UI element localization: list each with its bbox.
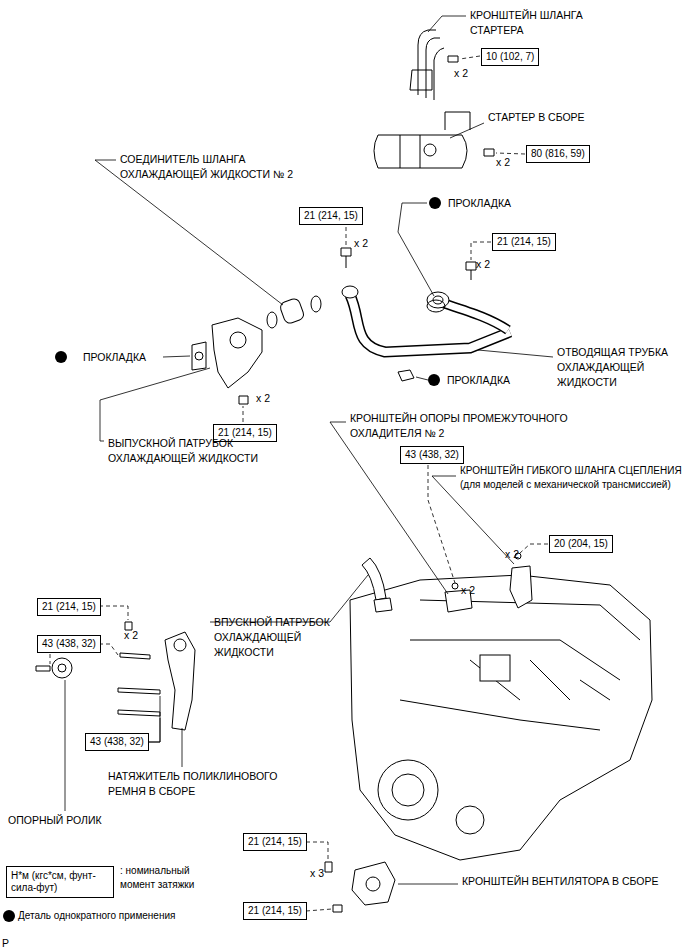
part-label: КРОНШТЕЙН ГИБКОГО ШЛАНГА СЦЕПЛЕНИЯ (для … [460,464,684,492]
torque-value: 21 (214, 15) [304,210,358,221]
part-label: КРОНШТЕЙН ШЛАНГА СТАРТЕРА [470,8,595,38]
quantity-label: x 3 [310,866,324,881]
legend-text: Деталь однократного применения [18,909,175,923]
torque-value: 21 (214, 15) [248,905,302,916]
quantity-label: x 2 [496,155,510,170]
torque-value: 80 (816, 59) [531,148,585,159]
part-label: ПРОКЛАДКА [448,196,511,211]
torque-value: 21 (214, 15) [497,236,551,247]
quantity-label: x 2 [505,547,519,562]
part-label: ОТВОДЯЩАЯ ТРУБКА ОХЛАЖДАЮЩЕЙ ЖИДКОСТИ [557,345,681,390]
part-label: ВПУСКНОЙ ПАТРУБОК ОХЛАЖДАЮЩЕЙ ЖИДКОСТИ [214,615,342,660]
quantity-label: x 2 [124,628,138,643]
torque-box: 80 (816, 59) [526,145,590,163]
part-label: КРОНШТЕЙН ОПОРЫ ПРОМЕЖУТОЧНОГО ОХЛАДИТЕЛ… [350,411,600,441]
quantity-label: x 2 [461,583,475,598]
torque-value: 21 (214, 15) [42,601,96,612]
torque-box: 43 (438, 32) [85,733,149,751]
torque-value: 21 (214, 15) [248,836,302,847]
torque-value: 43 (438, 32) [42,638,96,649]
part-label: СОЕДИНИТЕЛЬ ШЛАНГА ОХЛАЖДАЮЩЕЙ ЖИДКОСТИ … [120,152,305,182]
part-label: ОПОРНЫЙ РОЛИК [8,813,102,828]
torque-value: 43 (438, 32) [405,449,459,460]
torque-box: 43 (438, 32) [400,446,464,464]
quantity-label: x 2 [354,236,368,251]
part-label: СТАРТЕР В СБОРЕ [488,110,585,125]
torque-box: 21 (214, 15) [492,233,556,251]
torque-box: 10 (102, 7) [481,48,539,66]
torque-value: 21 (214, 15) [218,427,272,438]
quantity-label: x 2 [256,391,270,406]
torque-box: 21 (214, 15) [299,207,363,225]
part-label: НАТЯЖИТЕЛЬ ПОЛИКЛИНОВОГО РЕМНЯ В СБОРЕ [108,769,290,799]
torque-box: 43 (438, 32) [37,635,101,653]
torque-value: 20 (204, 15) [554,538,608,549]
torque-value: 43 (438, 32) [90,736,144,747]
torque-legend-box: Н*м (кгс*см, фунт-сила-фут) [6,866,114,898]
torque-box: 21 (214, 15) [243,833,307,851]
part-label: КРОНШТЕЙН ВЕНТИЛЯТОРА В СБОРЕ [462,874,659,889]
part-label: ВЫПУСКНОЙ ПАТРУБОК ОХЛАЖДАЮЩЕЙ ЖИДКОСТИ [108,436,278,466]
torque-box: 21 (214, 15) [37,598,101,616]
unit-text: Н*м (кгс*см, фунт-сила-фут) [11,870,96,893]
quantity-label: x 2 [476,257,490,272]
torque-box: 20 (204, 15) [549,535,613,553]
part-label: ПРОКЛАДКА [447,373,510,388]
torque-box: 21 (214, 15) [243,902,307,920]
quantity-label: x 2 [454,66,468,81]
torque-value: 10 (102, 7) [486,51,534,62]
legend-text: : номинальный момент затяжки [120,864,212,892]
part-label: ПРОКЛАДКА [83,350,146,365]
part-label: P [2,936,9,949]
